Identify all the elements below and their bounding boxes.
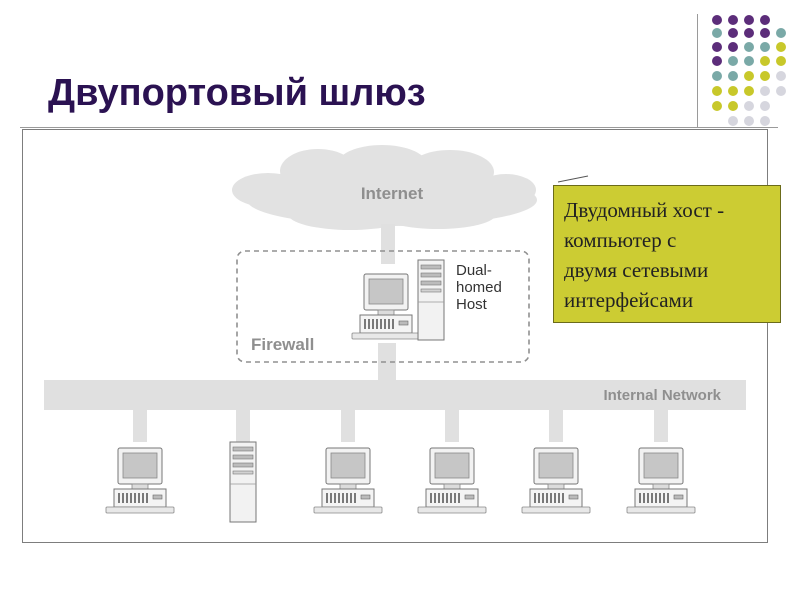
computer-icon <box>313 447 383 514</box>
computer-icon <box>105 447 175 514</box>
callout-line: двумя сетевыми <box>564 258 709 282</box>
firewall-label: Firewall <box>251 335 314 354</box>
internet-label: Internet <box>361 184 424 203</box>
callout-pointer <box>557 175 589 183</box>
callout-line: интерфейсами <box>564 288 694 312</box>
host-network-link <box>378 343 396 381</box>
callout-line: Двудомный хост - <box>564 198 725 222</box>
firewall-zone <box>236 250 530 363</box>
vertical-rule <box>697 14 698 128</box>
internal-network-bar <box>44 380 746 410</box>
server-tower-icon <box>229 441 257 523</box>
computer-icon <box>351 273 421 340</box>
computer-icon <box>521 447 591 514</box>
cloud-icon <box>232 145 537 230</box>
callout-box: Двудомный хост - компьютер с двумя сетев… <box>553 185 781 323</box>
host-label-line: Host <box>456 296 488 313</box>
computer-icon <box>417 447 487 514</box>
host-label-line: homed <box>456 279 502 296</box>
callout-line: компьютер с <box>564 228 677 252</box>
title-rule <box>20 127 778 128</box>
slide-title: Двупортовый шлюз <box>48 72 426 114</box>
internal-network-label: Internal Network <box>603 387 721 404</box>
internet-link <box>381 224 395 264</box>
host-label-line: Dual- <box>456 262 492 279</box>
computer-icon <box>626 447 696 514</box>
server-tower-icon <box>417 259 445 341</box>
drop-lines <box>133 410 668 442</box>
